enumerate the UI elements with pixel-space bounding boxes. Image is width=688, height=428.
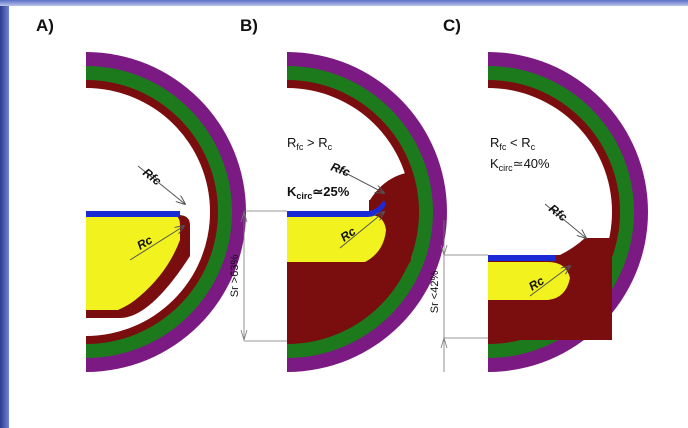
relation-main-c: R (490, 135, 499, 150)
k-value-c: ≃40% (513, 156, 550, 171)
relation-mid-b: > R (303, 135, 327, 150)
k-value-b: ≃25% (312, 184, 349, 199)
surface-line-c (488, 255, 556, 261)
panel-b-letter: B) (240, 16, 258, 35)
surface-line-a (86, 211, 180, 217)
relation-sub1-b: fc (296, 142, 304, 152)
k-sub-b: circ (296, 191, 312, 201)
relation-sub2-c: c (531, 142, 536, 152)
relation-mid-c: < R (506, 135, 530, 150)
rc-label-a: Rc (135, 233, 156, 253)
panel-a: Rfc Rc (86, 52, 246, 372)
k-sub-c: circ (499, 163, 513, 173)
relation-text-c: Rfc < Rc (490, 135, 536, 152)
panel-b: Rfc Rc Rfc > Rc Kcirc≃25% Sr >63% (229, 52, 447, 372)
panel-a-letter: A) (36, 16, 54, 35)
relation-text-b: Rfc > Rc (287, 135, 333, 152)
sr-arrow-top-b (240, 210, 248, 223)
k-text-b: Kcirc≃25% (287, 184, 350, 201)
sr-label-b: Sr >63% (229, 255, 241, 298)
yellow-fill-b (287, 215, 386, 262)
relation-sub1-c: fc (499, 142, 507, 152)
rc-arrow-b (339, 212, 384, 249)
sr-arrow-bottom-b (240, 329, 248, 342)
surface-line-b (287, 200, 386, 217)
relation-sub2-b: c (328, 142, 333, 152)
k-main-b: K (287, 184, 297, 199)
rfc-label-b: Rfc (329, 160, 352, 180)
sr-label-c: Sr <42% (429, 271, 441, 314)
sr-arrow-top-c (440, 244, 448, 257)
rc-arrow-a (129, 226, 184, 261)
panel-c-letter: C) (443, 16, 461, 35)
relation-main-b: R (287, 135, 296, 150)
rfc-arrow-b (335, 167, 384, 193)
yellow-fill-c (488, 262, 570, 300)
slide-frame-top (0, 0, 688, 6)
yellow-fill-a (86, 215, 180, 310)
gap-b (287, 200, 369, 211)
panel-c: Rfc Rc Rfc < Rc Kcirc≃40% Sr <42% (429, 52, 648, 372)
k-main-c: K (490, 156, 499, 171)
rfc-arrow-a (137, 165, 185, 204)
k-text-c: Kcirc≃40% (490, 156, 550, 173)
slide-frame-left (0, 0, 9, 428)
rc-arrow-c (529, 266, 570, 297)
sr-arrow-bottom-c (440, 336, 448, 349)
rfc-arrow-c (544, 203, 586, 238)
